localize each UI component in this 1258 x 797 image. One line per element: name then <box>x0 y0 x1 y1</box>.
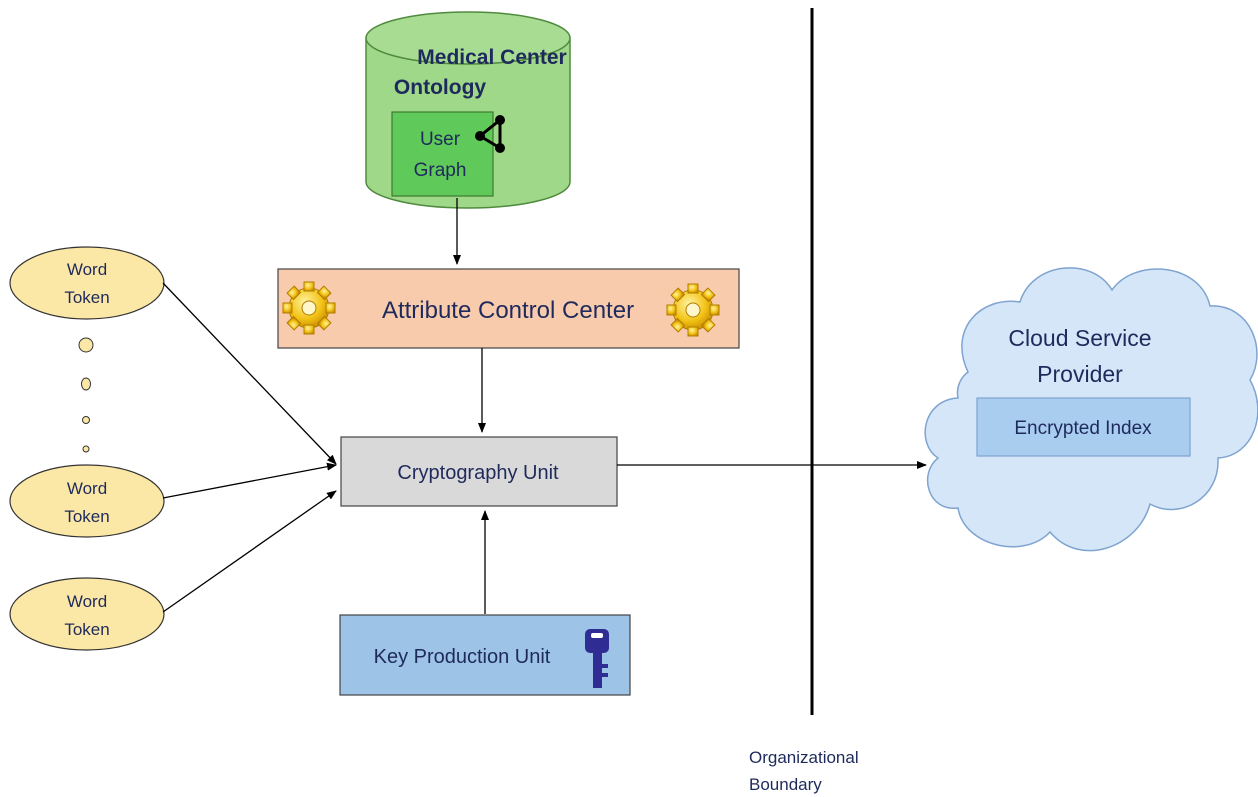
user-graph-line2: Graph <box>414 160 467 181</box>
word-token: Word Token <box>9 464 165 538</box>
gear-icon <box>282 281 336 335</box>
cloud-title-line1: Cloud Service <box>1008 325 1151 351</box>
db-title-line1: Medical Center <box>417 46 566 69</box>
ellipsis-dots <box>78 337 94 453</box>
cryptography-unit: Cryptography Unit <box>340 436 618 507</box>
key-unit-label: Key Production Unit <box>374 646 551 668</box>
arrow-token3-to-crypto <box>162 490 337 613</box>
word-token-line1: Word <box>67 479 107 498</box>
cloud-title-line2: Provider <box>1037 361 1123 387</box>
medical-center-ontology-db: Medical Center Ontology User Graph <box>365 11 571 209</box>
word-token-line2: Token <box>64 507 109 526</box>
cloud-service-provider: Cloud Service Provider Encrypted Index <box>924 267 1258 552</box>
word-token-line1: Word <box>67 592 107 611</box>
word-token-line2: Token <box>64 288 109 307</box>
word-token-line1: Word <box>67 260 107 279</box>
graph-icon <box>475 115 505 153</box>
crypto-unit-label: Cryptography Unit <box>397 462 559 484</box>
word-token-line2: Token <box>64 620 109 639</box>
boundary-label-line1: Organizational <box>749 748 859 767</box>
user-graph-line1: User <box>420 129 461 150</box>
word-token: Word Token <box>9 246 165 320</box>
user-graph-box <box>391 111 494 197</box>
key-production-unit: Key Production Unit <box>339 614 631 696</box>
word-token: Word Token <box>9 577 165 651</box>
attribute-control-center: Attribute Control Center <box>277 268 740 349</box>
db-title-line2: Ontology <box>394 76 486 99</box>
encrypted-index-label: Encrypted Index <box>1014 418 1152 439</box>
attribute-control-label: Attribute Control Center <box>382 297 634 324</box>
arrow-token1-to-crypto <box>162 282 337 465</box>
key-icon <box>585 629 609 688</box>
gear-icon <box>666 283 720 337</box>
boundary-label-line2: Boundary <box>749 775 822 794</box>
encrypted-index-box <box>976 397 1191 457</box>
arrow-token2-to-crypto <box>162 462 337 499</box>
